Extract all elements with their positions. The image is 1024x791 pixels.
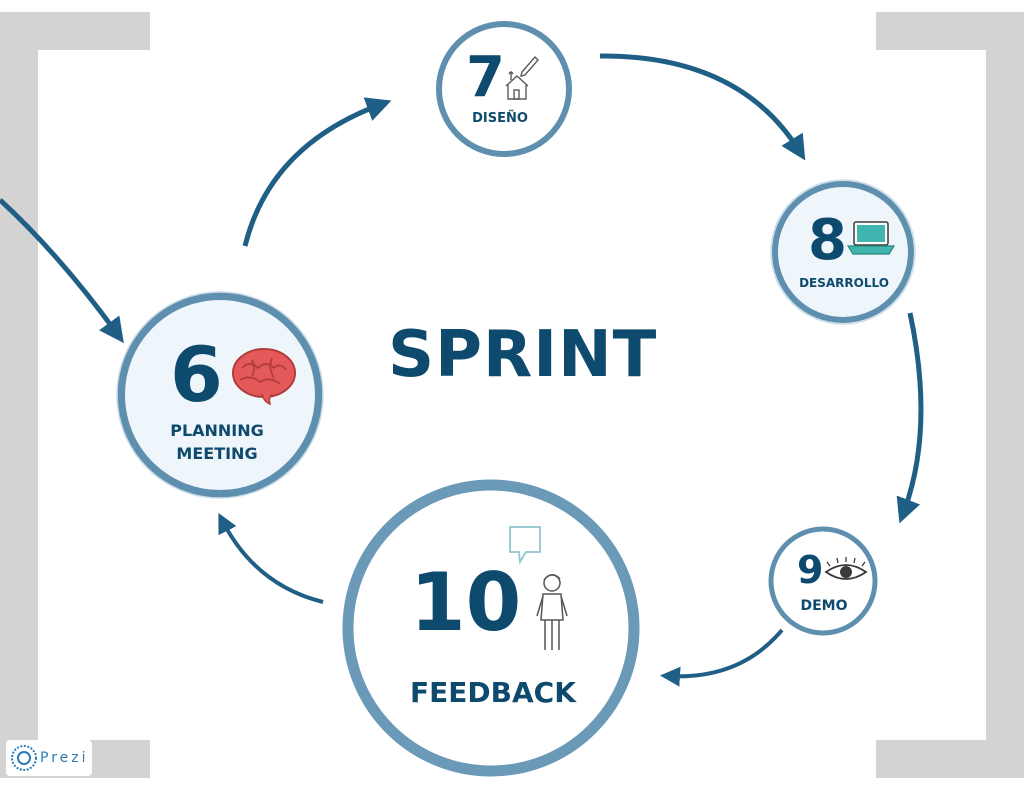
arrow-incoming-to-planning xyxy=(0,198,124,344)
person-speech-icon xyxy=(509,526,568,650)
frame-bracket-top-left-v xyxy=(0,12,38,752)
prezi-logo-text: Prezi xyxy=(40,750,89,766)
step-7-number: 7 xyxy=(466,45,505,110)
step-6-number: 6 xyxy=(170,330,223,419)
laptop-icon xyxy=(846,221,896,255)
step-9-label: DEMO xyxy=(800,598,848,614)
frame-bracket-right-v xyxy=(986,12,1024,778)
step-7-label: DISEÑO xyxy=(472,111,528,126)
diagram-title: SPRINT xyxy=(388,318,658,392)
step-6-label-line2: MEETING xyxy=(176,444,258,463)
step-10-number: 10 xyxy=(410,556,522,649)
prezi-logo-icon xyxy=(11,745,37,771)
arrow-planning-to-diseno xyxy=(242,97,392,247)
step-8-number: 8 xyxy=(808,208,847,273)
circle-planning-meeting xyxy=(117,292,323,498)
frame-bracket-bottom-right-h xyxy=(876,740,1024,778)
arrow-demo-to-feedback xyxy=(660,628,784,687)
arrow-diseno-to-desarrollo xyxy=(599,53,806,161)
arrow-feedback-to-planning xyxy=(218,512,324,604)
prezi-logo-badge xyxy=(6,740,92,776)
circle-demo xyxy=(768,526,878,636)
step-9-number: 9 xyxy=(797,548,824,592)
arrow-desarrollo-to-demo xyxy=(896,312,924,524)
circle-desarrollo xyxy=(772,181,914,323)
brain-icon xyxy=(232,348,296,406)
house-pencil-icon xyxy=(505,55,539,100)
eye-icon xyxy=(824,557,868,580)
circle-diseno xyxy=(436,21,572,157)
step-10-label: FEEDBACK xyxy=(410,676,576,709)
step-6-label-line1: PLANNING xyxy=(170,421,264,440)
circle-feedback xyxy=(342,479,640,777)
step-8-label: DESARROLLO xyxy=(799,276,889,290)
